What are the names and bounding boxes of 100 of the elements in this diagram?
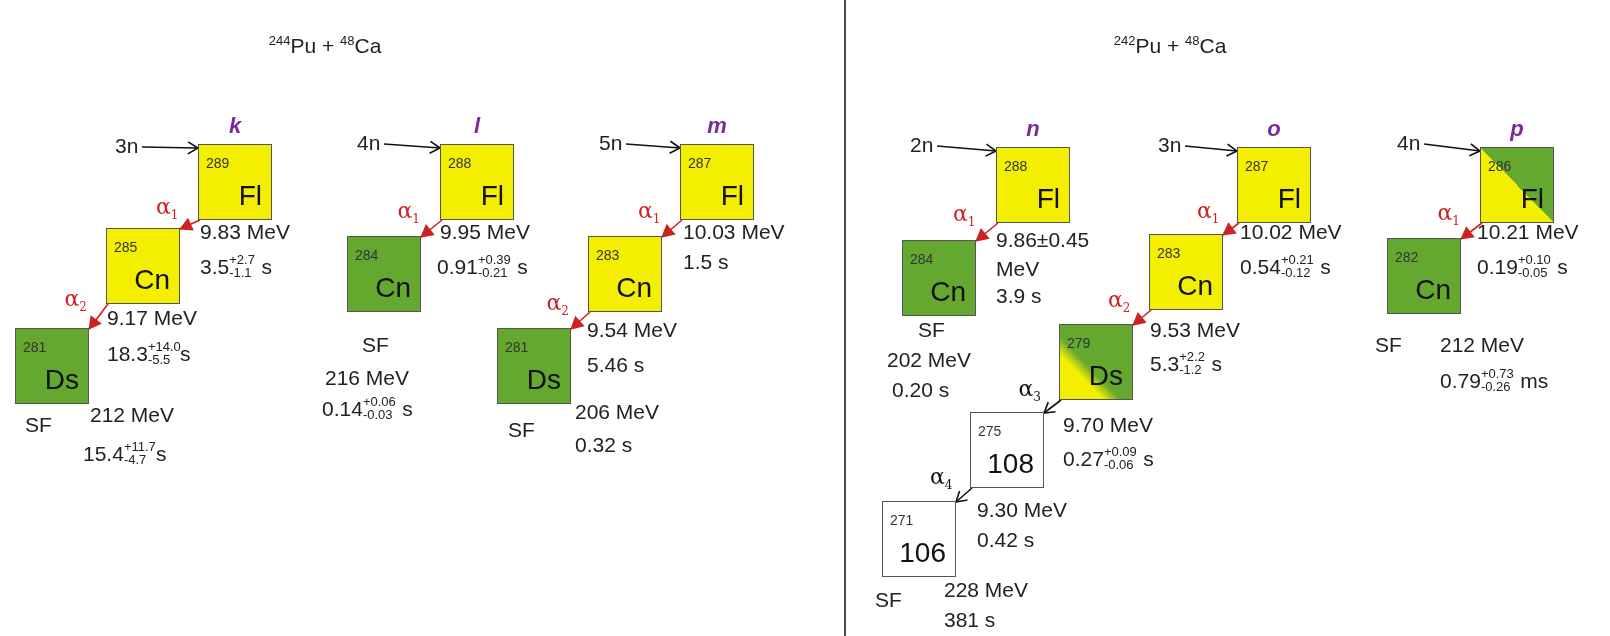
decay-data: 202 MeV — [887, 347, 972, 373]
decay-data: 228 MeV — [944, 577, 1029, 603]
decay-arrow — [661, 219, 683, 238]
edge-label: α$_{1}$ — [397, 198, 420, 228]
chain-letter: p — [1509, 117, 1525, 141]
decay-data: 18.3$^{+14.0}$$_{-5.5}$ s — [107, 340, 191, 367]
mass-number: 287 — [1245, 158, 1269, 174]
decay-data: 9.30 MeV — [977, 497, 1067, 523]
decay-arrow — [570, 311, 591, 330]
edge-label: α$_{4}$ — [930, 465, 953, 495]
element-symbol: Cn — [1177, 271, 1213, 301]
mass-number: 282 — [1395, 249, 1419, 265]
mass-number: 289 — [206, 155, 230, 171]
mass-number: 284 — [910, 251, 934, 267]
decay-arrow — [1132, 309, 1152, 326]
element-symbol: Fl — [1036, 184, 1060, 214]
decay-arrow — [383, 140, 441, 155]
mass-number: 283 — [596, 247, 620, 263]
chain-letter: m — [706, 114, 728, 138]
mass-number: 284 — [355, 247, 379, 263]
neutron-label: 3n — [115, 133, 139, 159]
edge-label: α$_{1}$ — [1197, 199, 1220, 229]
neutron-label: 4n — [1397, 130, 1421, 156]
mass-number: 281 — [23, 339, 47, 355]
decay-data: 3.9 s — [996, 283, 1042, 309]
decay-arrow — [88, 303, 109, 330]
decay-data: 9.70 MeV — [1063, 412, 1153, 438]
nuclide-box — [970, 412, 1044, 488]
nuclide-box — [588, 236, 662, 312]
element-symbol: Fl — [480, 181, 504, 211]
decay-data: 206 MeV — [575, 399, 660, 425]
nuclide-box — [1149, 234, 1223, 310]
mass-number: 279 — [1067, 335, 1091, 351]
edge-label: α$_{2}$ — [1108, 287, 1131, 317]
decay-arrow — [1043, 399, 1062, 414]
mass-number: 288 — [448, 155, 472, 171]
edge-label: α$_{3}$ — [1018, 376, 1041, 406]
nuclide-box — [882, 501, 956, 577]
element-symbol: 106 — [899, 538, 946, 568]
decay-data: 216 MeV — [325, 365, 410, 391]
decay-data: 0.20 s — [892, 377, 950, 403]
element-symbol: Cn — [375, 273, 411, 303]
nuclide-box — [1059, 324, 1133, 400]
decay-data: 10.02 MeV — [1240, 219, 1342, 245]
decay-arrow — [420, 219, 443, 238]
element-symbol: Cn — [1415, 275, 1451, 305]
nuclide-box — [1387, 238, 1461, 314]
decay-arrow — [955, 487, 973, 503]
mass-number: 275 — [978, 423, 1002, 439]
neutron-label: 4n — [357, 130, 381, 156]
mass-number: 283 — [1157, 245, 1181, 261]
decay-arrow — [1222, 222, 1240, 236]
decay-arrow — [141, 141, 199, 155]
decay-data: 9.17 MeV — [107, 305, 197, 331]
decay-arrow — [1423, 143, 1481, 157]
decay-data: 212 MeV — [90, 402, 175, 428]
reaction-title: $^{242}$Pu + $^{48}$Ca — [1112, 32, 1228, 59]
decay-data: 1.5 s — [683, 249, 729, 275]
element-symbol: Cn — [134, 265, 170, 295]
decay-arrow — [625, 140, 681, 155]
decay-data: 9.83 MeV — [200, 219, 290, 245]
nuclide-box — [996, 147, 1070, 223]
nuclide-box — [902, 240, 976, 316]
decay-data: SF — [918, 317, 945, 343]
neutron-label: 2n — [910, 132, 934, 158]
decay-arrow — [179, 217, 201, 231]
decay-data: 0.91$^{+0.39}$$_{-0.21}$ s — [437, 253, 528, 280]
element-symbol: Ds — [44, 365, 79, 395]
mass-number: 287 — [688, 155, 712, 171]
decay-arrow — [1184, 143, 1238, 157]
nuclide-box — [497, 328, 571, 404]
decay-data: SF — [25, 412, 52, 438]
decay-data: SF — [875, 587, 902, 613]
element-symbol: Ds — [1088, 361, 1123, 391]
edge-label: α$_{1}$ — [953, 202, 976, 232]
decay-data: 9.95 MeV — [440, 219, 530, 245]
nuclide-box — [1480, 147, 1554, 223]
decay-data: 0.54$^{+0.21}$$_{-0.12}$ s — [1240, 253, 1331, 280]
decay-data: 0.19$^{+0.10}$$_{-0.05}$ s — [1477, 253, 1568, 280]
element-symbol: 108 — [987, 449, 1034, 479]
decay-data: 15.4$^{+11.7}$$_{-4.7}$ s — [83, 440, 167, 467]
decay-data: 0.42 s — [977, 527, 1035, 553]
element-symbol: Fl — [720, 181, 744, 211]
decay-data: SF — [508, 417, 535, 443]
nuclide-box — [347, 236, 421, 312]
decay-arrow — [1460, 222, 1483, 240]
decay-data: 381 s — [944, 607, 996, 633]
decay-data: 0.32 s — [575, 432, 633, 458]
chain-letter: n — [1025, 117, 1041, 141]
neutron-label: 5n — [599, 130, 623, 156]
mass-number: 288 — [1004, 158, 1028, 174]
decay-data: 9.53 MeV — [1150, 317, 1240, 343]
decay-data: SF — [362, 332, 389, 358]
chain-letter: o — [1266, 117, 1282, 141]
edge-label: α$_{1}$ — [1437, 201, 1460, 231]
edge-label: α$_{2}$ — [546, 290, 569, 320]
decay-data: 5.46 s — [587, 352, 645, 378]
nuclide-box — [680, 144, 754, 220]
neutron-label: 3n — [1158, 132, 1182, 158]
decay-data: 212 MeV — [1440, 332, 1525, 358]
